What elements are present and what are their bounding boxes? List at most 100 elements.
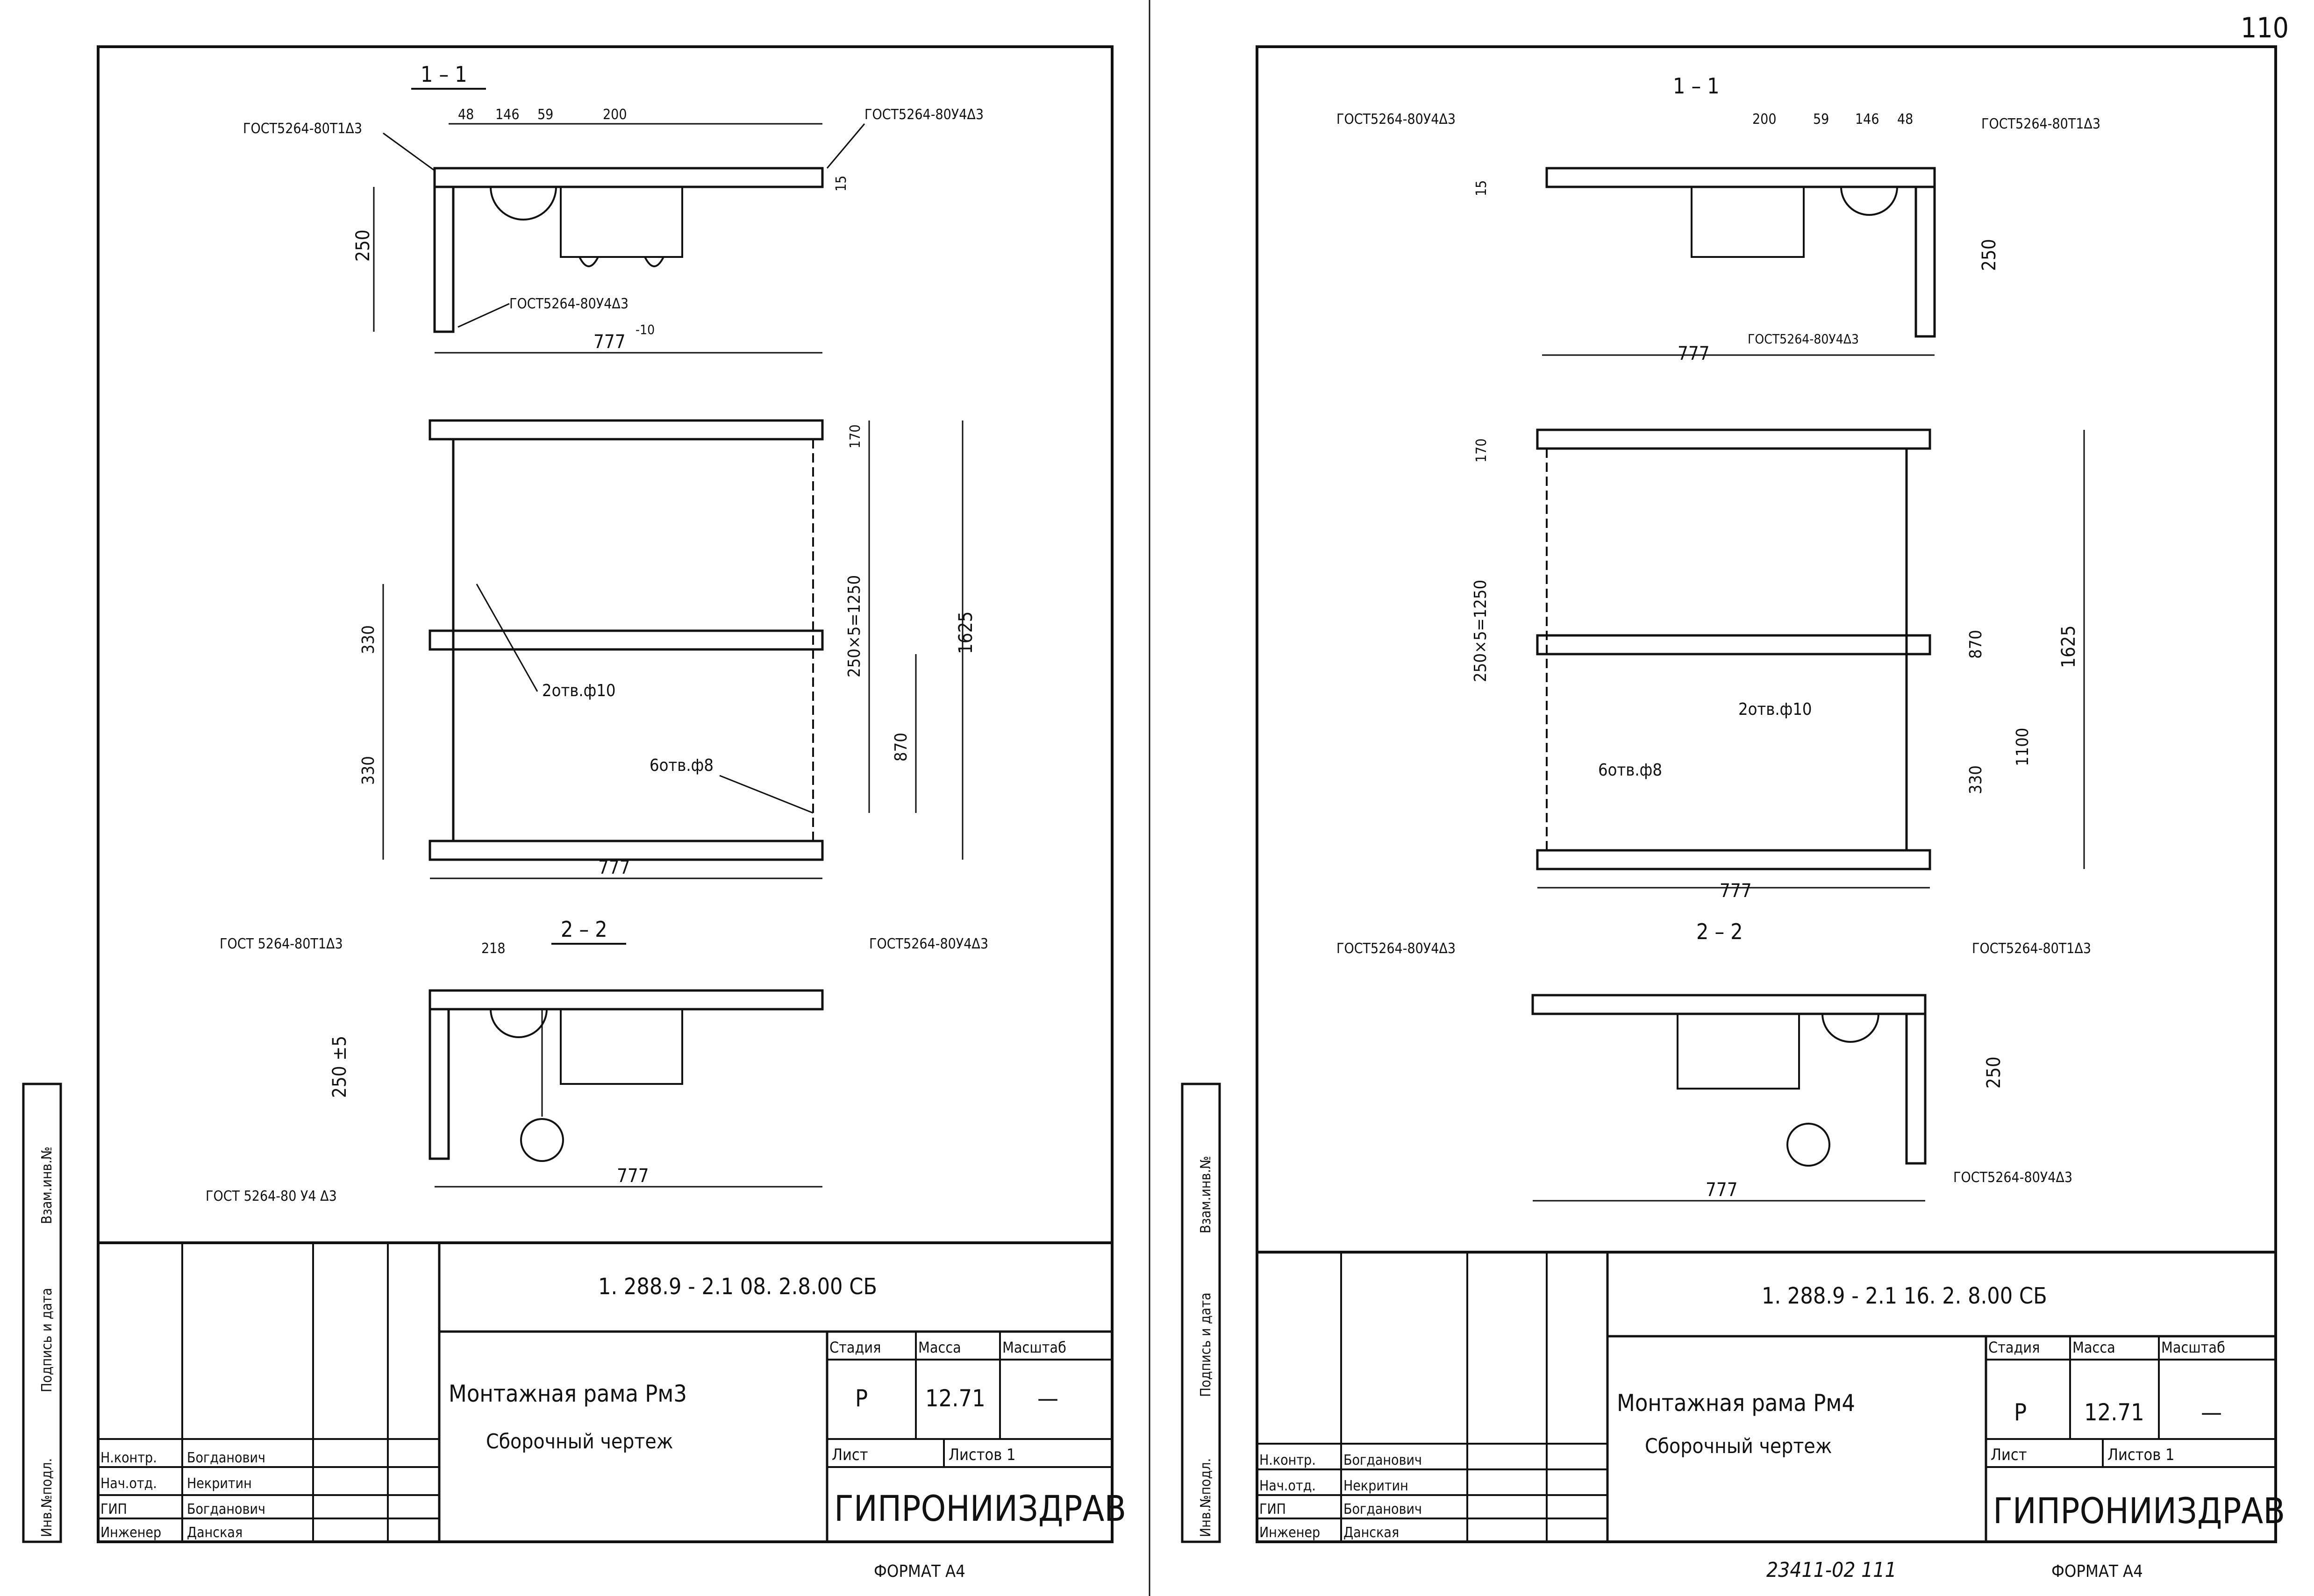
right-subtitle: Сборочный чертеж [1645,1434,1832,1458]
r-role-2: ГИП [1259,1501,1286,1518]
r-name-3: Данская [1343,1525,1399,1541]
left-sheet: 1 – 1 777 -10 250 48 146 59 200 15 ГОСТ5… [97,45,1126,1581]
holes-10-label: 2отв.ф10 [542,681,616,700]
plan-dim-777: 777 [598,857,630,878]
dim-tol: -10 [636,322,655,337]
left-scale: — [1037,1385,1058,1412]
left-side-stamp: Инв.№подл. Подпись и дата Взам.инв.№ [22,1083,62,1543]
dim-15: 15 [833,176,850,192]
name-3: Данская [187,1525,243,1541]
right-sheet-label: Лист [1991,1446,2027,1464]
r-plan-dim-170: 170 [1473,438,1490,463]
left-section-1-1: 1 – 1 777 -10 250 48 146 59 200 15 ГОСТ5… [243,62,984,354]
left-section-2-2: 2 – 2 218 250 ±5 777 ГОСТ 5264-80Т1Δ3 ГО… [206,917,988,1204]
right-format: ФОРМАТ А4 [2051,1562,2143,1581]
r-dim-250: 250 [1978,239,2000,271]
holes-8-label: 6отв.ф8 [650,756,714,775]
s22-dim-777: 777 [617,1165,649,1187]
r-plan-dim-1100: 1100 [2013,728,2032,766]
r-plan-dim-777: 777 [1720,880,1752,902]
right-sheet: 1 – 1 777 200 59 146 48 250 15 ГОСТ5264-… [1256,12,2289,1582]
stamp-inv: Инв.№подл. [39,1458,55,1537]
right-scale-header: Масштаб [2161,1339,2225,1356]
page-mark: 110 [2241,12,2289,44]
dim-48: 48 [458,107,474,123]
name-0: Богданович [187,1450,265,1466]
weld-u4-bottom: ГОСТ5264-80У4Δ3 [509,296,628,312]
name-2: Богданович [187,1501,265,1518]
s22-weld-u4-b: ГОСТ 5264-80 У4 Δ3 [206,1188,337,1204]
right-mass-header: Масса [2072,1339,2115,1356]
right-section-2-2: 2 – 2 777 250 ГОСТ5264-80У4Δ3 ГОСТ5264-8… [1336,919,2091,1202]
r-s22-dim-250: 250 [1983,1056,2005,1089]
r-weld-t1-top: ГОСТ5264-80Т1Δ3 [1981,116,2100,132]
r-stamp-inv: Инв.№подл. [1198,1458,1214,1537]
left-title-block: 1. 288.9 - 2.1 08. 2.8.00 СБ Монтажная р… [97,1241,1126,1543]
left-title: Монтажная рама Рм3 [449,1380,687,1407]
left-subtitle: Сборочный чертеж [486,1430,673,1454]
right-sheets: Листов 1 [2107,1446,2174,1464]
dim-200: 200 [603,107,627,123]
left-mass-header: Масса [918,1339,961,1356]
dim-59: 59 [537,107,553,123]
dim-218: 218 [481,940,506,957]
r-s22-weld-u4: ГОСТ5264-80У4Δ3 [1336,940,1456,957]
role-2: ГИП [100,1501,127,1518]
r-weld-u4-bottom: ГОСТ5264-80У4Δ3 [1748,331,1859,347]
r-s22-dim-777: 777 [1706,1179,1738,1201]
weld-t1-top: ГОСТ5264-80Т1Δ3 [243,121,362,137]
left-doc-code: 1. 288.9 - 2.1 08. 2.8.00 СБ [598,1274,877,1300]
dim-250-pm: 250 ±5 [329,1036,350,1098]
r-dim-59: 59 [1813,111,1829,128]
r-plan-dim-870: 330 [1966,765,1985,794]
r-holes-8-label: 6отв.ф8 [1598,761,1662,780]
r-section-2-2-label: 2 – 2 [1696,919,1743,944]
right-doc-code: 1. 288.9 - 2.1 16. 2. 8.00 СБ [1762,1283,2047,1309]
r-dim-777: 777 [1678,343,1710,364]
role-0: Н.контр. [100,1450,157,1466]
left-sheet-label: Лист [832,1446,868,1464]
r-name-0: Богданович [1343,1452,1422,1468]
right-section-1-1: 1 – 1 777 200 59 146 48 250 15 ГОСТ5264-… [1336,73,2100,364]
plan-dim-1100: 870 [892,733,911,762]
r-plan-dim-330: 870 [1966,630,1985,659]
r-holes-10-label: 2отв.ф10 [1738,700,1812,719]
right-mass: 12.71 [2084,1399,2144,1426]
right-stage-header: Стадия [1988,1339,2040,1356]
r-dim-200: 200 [1752,111,1777,128]
plan-dim-870: 330 [359,756,378,785]
r-name-1: Некритин [1343,1478,1408,1494]
weld-u4-top: ГОСТ5264-80У4Δ3 [864,107,984,123]
r-s22-weld-t1: ГОСТ5264-80Т1Δ3 [1972,940,2091,957]
r-stamp-vzam: Взам.инв.№ [1198,1156,1214,1233]
left-org: ГИПРОНИИЗДРАВ [834,1488,1126,1529]
left-sheets: Листов 1 [949,1446,1015,1464]
dim-250: 250 [352,229,374,262]
role-1: Нач.отд. [100,1475,157,1492]
right-title: Монтажная рама Рм4 [1617,1389,1855,1417]
s22-weld-t1: ГОСТ 5264-80Т1Δ3 [220,936,343,952]
r-plan-dim-1625: 1625 [2058,625,2079,668]
section-1-1-label: 1 – 1 [421,62,467,87]
right-scale: — [2201,1399,2222,1426]
r-role-0: Н.контр. [1259,1452,1316,1468]
right-org: ГИПРОНИИЗДРАВ [1993,1490,2285,1532]
right-plan-view: 777 1625 250×5=1250 170 1100 870 330 2от… [1471,428,2085,902]
r-dim-48: 48 [1897,111,1913,128]
name-1: Некритин [187,1475,252,1492]
stamp-vzam: Взам.инв.№ [39,1147,55,1224]
left-scale-header: Масштаб [1002,1339,1066,1356]
plan-dim-330: 330 [359,625,378,654]
r-role-3: Инженер [1259,1525,1320,1541]
left-plan-view: 777 1625 250×5=1250 170 870 330 330 2отв… [359,419,977,879]
plan-dim-170: 170 [847,424,864,449]
right-title-block: 1. 288.9 - 2.1 16. 2. 8.00 СБ Монтажная … [1256,1251,2285,1543]
dim-777: 777 [593,331,626,353]
r-dim-146: 146 [1855,111,1879,128]
plan-dim-1250: 250×5=1250 [845,575,864,677]
right-stage: Р [2014,1399,2027,1426]
r-name-2: Богданович [1343,1501,1422,1518]
r-stamp-sign: Подпись и дата [1198,1292,1214,1397]
